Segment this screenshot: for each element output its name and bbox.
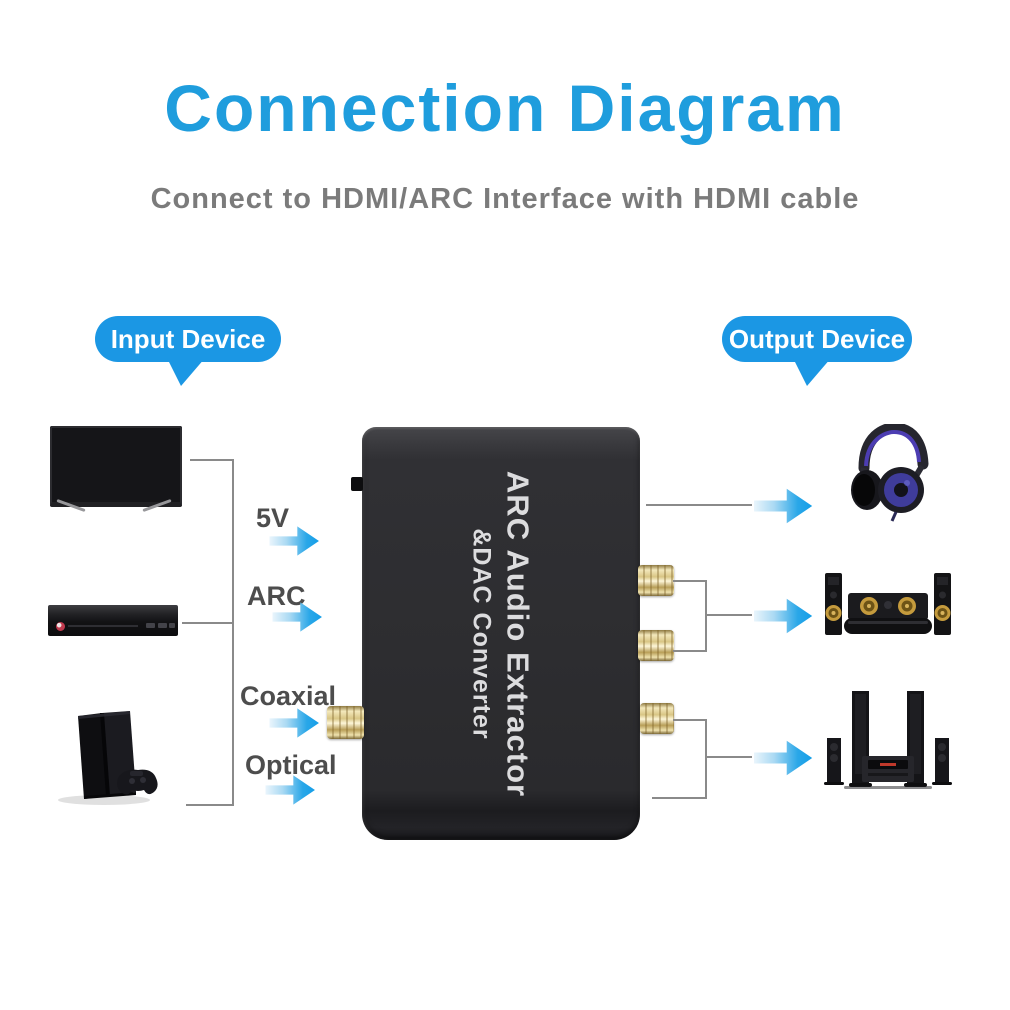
rca-port-right-top — [638, 565, 674, 596]
arrow-coaxial-icon — [266, 706, 324, 745]
page-title: Connection Diagram — [164, 71, 846, 145]
arrow-optical-icon — [262, 773, 320, 812]
arrow-speakers-icon — [752, 596, 816, 641]
input-device-callout-label: Input Device — [110, 323, 266, 354]
power-switch-nub — [351, 477, 363, 491]
home-theater-icon — [824, 690, 952, 794]
ps4-console-icon — [52, 708, 172, 808]
device-name-primary: ARC Audio Extractor — [500, 470, 536, 797]
dvd-logo-icon — [56, 622, 65, 631]
home-theater-line — [705, 756, 752, 758]
input-callout-tail — [167, 358, 205, 386]
tv-connector-line — [190, 459, 233, 461]
dvd-button — [169, 623, 175, 628]
dvd-button — [158, 623, 167, 628]
headphones-icon — [850, 422, 930, 524]
output-device-callout: Output Device — [722, 316, 912, 362]
rca-top-stub-line — [673, 580, 707, 582]
dvd-button — [146, 623, 155, 628]
speaker-system-icon — [824, 568, 952, 642]
page-subtitle: Connect to HDMI/ARC Interface with HDMI … — [150, 183, 860, 215]
dvd-disc-slot — [68, 625, 138, 627]
port-label-optical: Optical — [245, 750, 337, 780]
audio-extractor-device: ARC Audio Extractor &DAC Converter — [362, 427, 640, 840]
arrow-headphones-icon — [752, 486, 816, 531]
headphones-line — [646, 504, 752, 506]
port-label-arc: ARC — [247, 581, 306, 611]
port-label-5v: 5V — [256, 503, 290, 533]
theater-bracket-line — [705, 719, 707, 799]
dvd-connector-line — [182, 622, 233, 624]
tv-icon — [50, 426, 182, 507]
optical-stub-line — [652, 797, 707, 799]
rca-port-right-bottom — [640, 703, 674, 734]
port-label-coaxial: Coaxial — [240, 681, 337, 711]
arrow-arc-icon — [269, 600, 327, 639]
rca-bottom-stub-line — [673, 719, 707, 721]
rca-bracket-line — [705, 580, 707, 652]
coaxial-port-left — [327, 706, 364, 739]
input-device-callout: Input Device — [95, 316, 281, 362]
input-bus-line — [232, 459, 234, 806]
dvd-player-icon — [48, 605, 178, 636]
arrow-home-theater-icon — [752, 738, 816, 783]
ps4-connector-line — [186, 804, 233, 806]
arrow-5v-icon — [266, 524, 324, 563]
rca-middle-stub-line — [673, 650, 707, 652]
output-callout-tail — [793, 358, 831, 386]
rca-port-right-middle — [638, 630, 674, 661]
speakers-line — [705, 614, 752, 616]
device-name-secondary: &DAC Converter — [467, 527, 496, 740]
output-device-callout-label: Output Device — [728, 323, 906, 354]
device-name-text: ARC Audio Extractor &DAC Converter — [467, 427, 536, 840]
